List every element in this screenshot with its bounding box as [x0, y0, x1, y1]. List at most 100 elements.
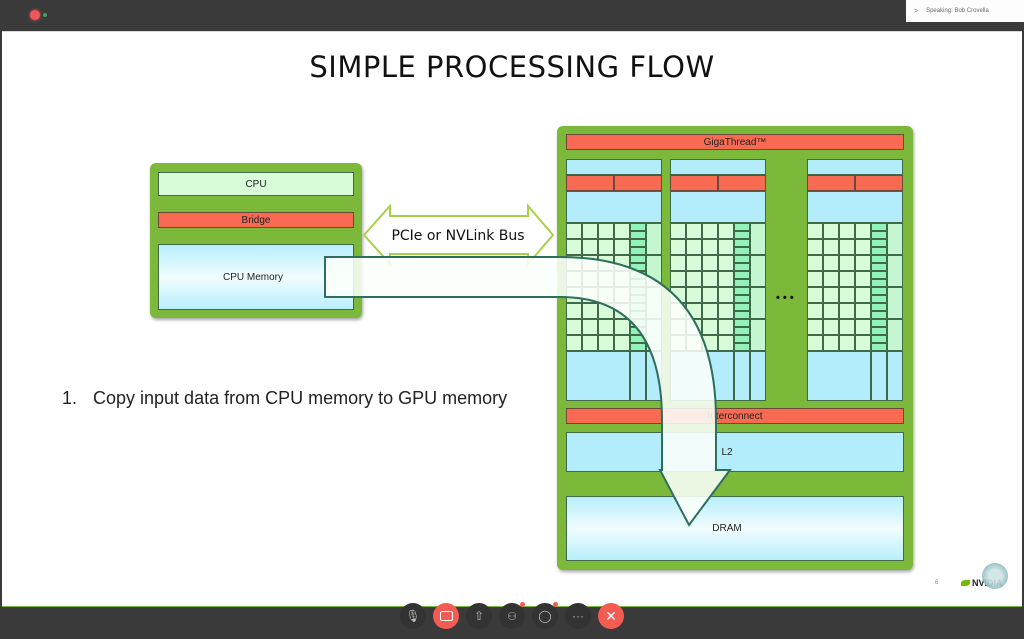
cuda-core — [839, 287, 855, 303]
load-store-unit — [734, 311, 750, 319]
cuda-core — [702, 319, 718, 335]
sm-shared-memory — [566, 351, 630, 401]
dram-box: DRAM — [566, 496, 904, 561]
sm-instruction-cache — [566, 159, 662, 175]
cuda-core — [823, 335, 839, 351]
cuda-core — [839, 239, 855, 255]
load-store-unit — [734, 295, 750, 303]
sm-warp-scheduler — [566, 175, 614, 191]
load-store-unit — [734, 319, 750, 327]
load-store-unit — [871, 279, 887, 287]
load-store-unit — [871, 335, 887, 343]
cuda-core — [855, 335, 871, 351]
sm-dispatch-unit — [855, 175, 903, 191]
cuda-core — [823, 287, 839, 303]
cuda-core — [807, 287, 823, 303]
step-number: 1. — [62, 388, 78, 408]
load-store-unit — [871, 231, 887, 239]
load-store-unit — [734, 239, 750, 247]
cuda-core — [839, 271, 855, 287]
cuda-core — [670, 223, 686, 239]
nvidia-eye-icon — [961, 580, 970, 586]
sm-shared-memory — [807, 351, 871, 401]
cuda-core — [839, 255, 855, 271]
cuda-core — [614, 239, 630, 255]
cuda-core — [702, 223, 718, 239]
load-store-unit — [871, 343, 887, 351]
notification-badge — [520, 602, 525, 607]
cuda-core — [718, 223, 734, 239]
load-store-unit — [734, 303, 750, 311]
load-store-unit — [871, 327, 887, 335]
cuda-core — [598, 239, 614, 255]
cuda-core — [598, 223, 614, 239]
connection-indicator-icon — [43, 13, 47, 17]
cuda-core — [686, 223, 702, 239]
cuda-core — [855, 303, 871, 319]
cuda-core — [566, 303, 582, 319]
cuda-core — [855, 271, 871, 287]
cuda-core — [855, 239, 871, 255]
more-button[interactable]: ··· — [565, 603, 591, 629]
load-store-unit — [871, 239, 887, 247]
special-function-unit — [750, 255, 766, 287]
special-function-unit — [887, 287, 903, 319]
cuda-core — [807, 223, 823, 239]
microphone-button[interactable]: 🎙 — [400, 603, 426, 629]
cuda-core — [718, 335, 734, 351]
cuda-core — [582, 223, 598, 239]
sm-register-file — [566, 191, 662, 223]
cuda-core — [807, 239, 823, 255]
sm-texture-unit — [750, 351, 766, 401]
meeting-top-bar — [0, 0, 1024, 31]
special-function-unit — [750, 287, 766, 319]
load-store-unit — [871, 223, 887, 231]
cuda-core — [718, 255, 734, 271]
share-button[interactable]: ⇧ — [466, 603, 492, 629]
special-function-unit — [646, 223, 662, 255]
close-icon: ✕ — [605, 607, 617, 624]
recording-indicator-icon — [30, 10, 40, 20]
active-speaker-panel[interactable]: > Speaking: Bob Crovella — [906, 0, 1024, 22]
video-button[interactable] — [433, 603, 459, 629]
cuda-core — [582, 303, 598, 319]
cuda-core — [823, 255, 839, 271]
leave-button[interactable]: ✕ — [598, 603, 624, 629]
load-store-unit — [871, 263, 887, 271]
speaker-avatar[interactable] — [982, 563, 1008, 589]
sm-texture-unit — [871, 351, 887, 401]
sm-warp-scheduler — [807, 175, 855, 191]
cuda-core — [670, 271, 686, 287]
sm-warp-scheduler — [670, 175, 718, 191]
cuda-core — [566, 239, 582, 255]
cuda-core — [839, 335, 855, 351]
load-store-unit — [630, 223, 646, 231]
bus-label: PCIe or NVLink Bus — [391, 228, 524, 244]
chat-button[interactable]: ◯ — [532, 602, 558, 629]
cuda-core — [807, 255, 823, 271]
cuda-core — [702, 239, 718, 255]
chevron-right-icon[interactable]: > — [914, 7, 919, 15]
cuda-core — [686, 287, 702, 303]
sm-instruction-cache — [670, 159, 766, 175]
cuda-core — [718, 287, 734, 303]
cuda-core — [823, 223, 839, 239]
load-store-unit — [871, 295, 887, 303]
cuda-core — [718, 319, 734, 335]
cuda-core — [566, 335, 582, 351]
cuda-core — [839, 319, 855, 335]
cuda-core — [582, 319, 598, 335]
cuda-core — [855, 255, 871, 271]
cuda-core — [855, 223, 871, 239]
cpu-box: CPU — [158, 172, 354, 196]
cuda-core — [598, 335, 614, 351]
video-off-icon — [439, 611, 453, 621]
cuda-core — [670, 255, 686, 271]
cuda-core — [839, 223, 855, 239]
load-store-unit — [630, 343, 646, 351]
participants-button[interactable]: ⚇ — [499, 602, 525, 629]
cuda-core — [686, 271, 702, 287]
cuda-core — [807, 303, 823, 319]
sm-dispatch-unit — [614, 175, 662, 191]
gigathread-box: GigaThread™ — [566, 134, 904, 150]
